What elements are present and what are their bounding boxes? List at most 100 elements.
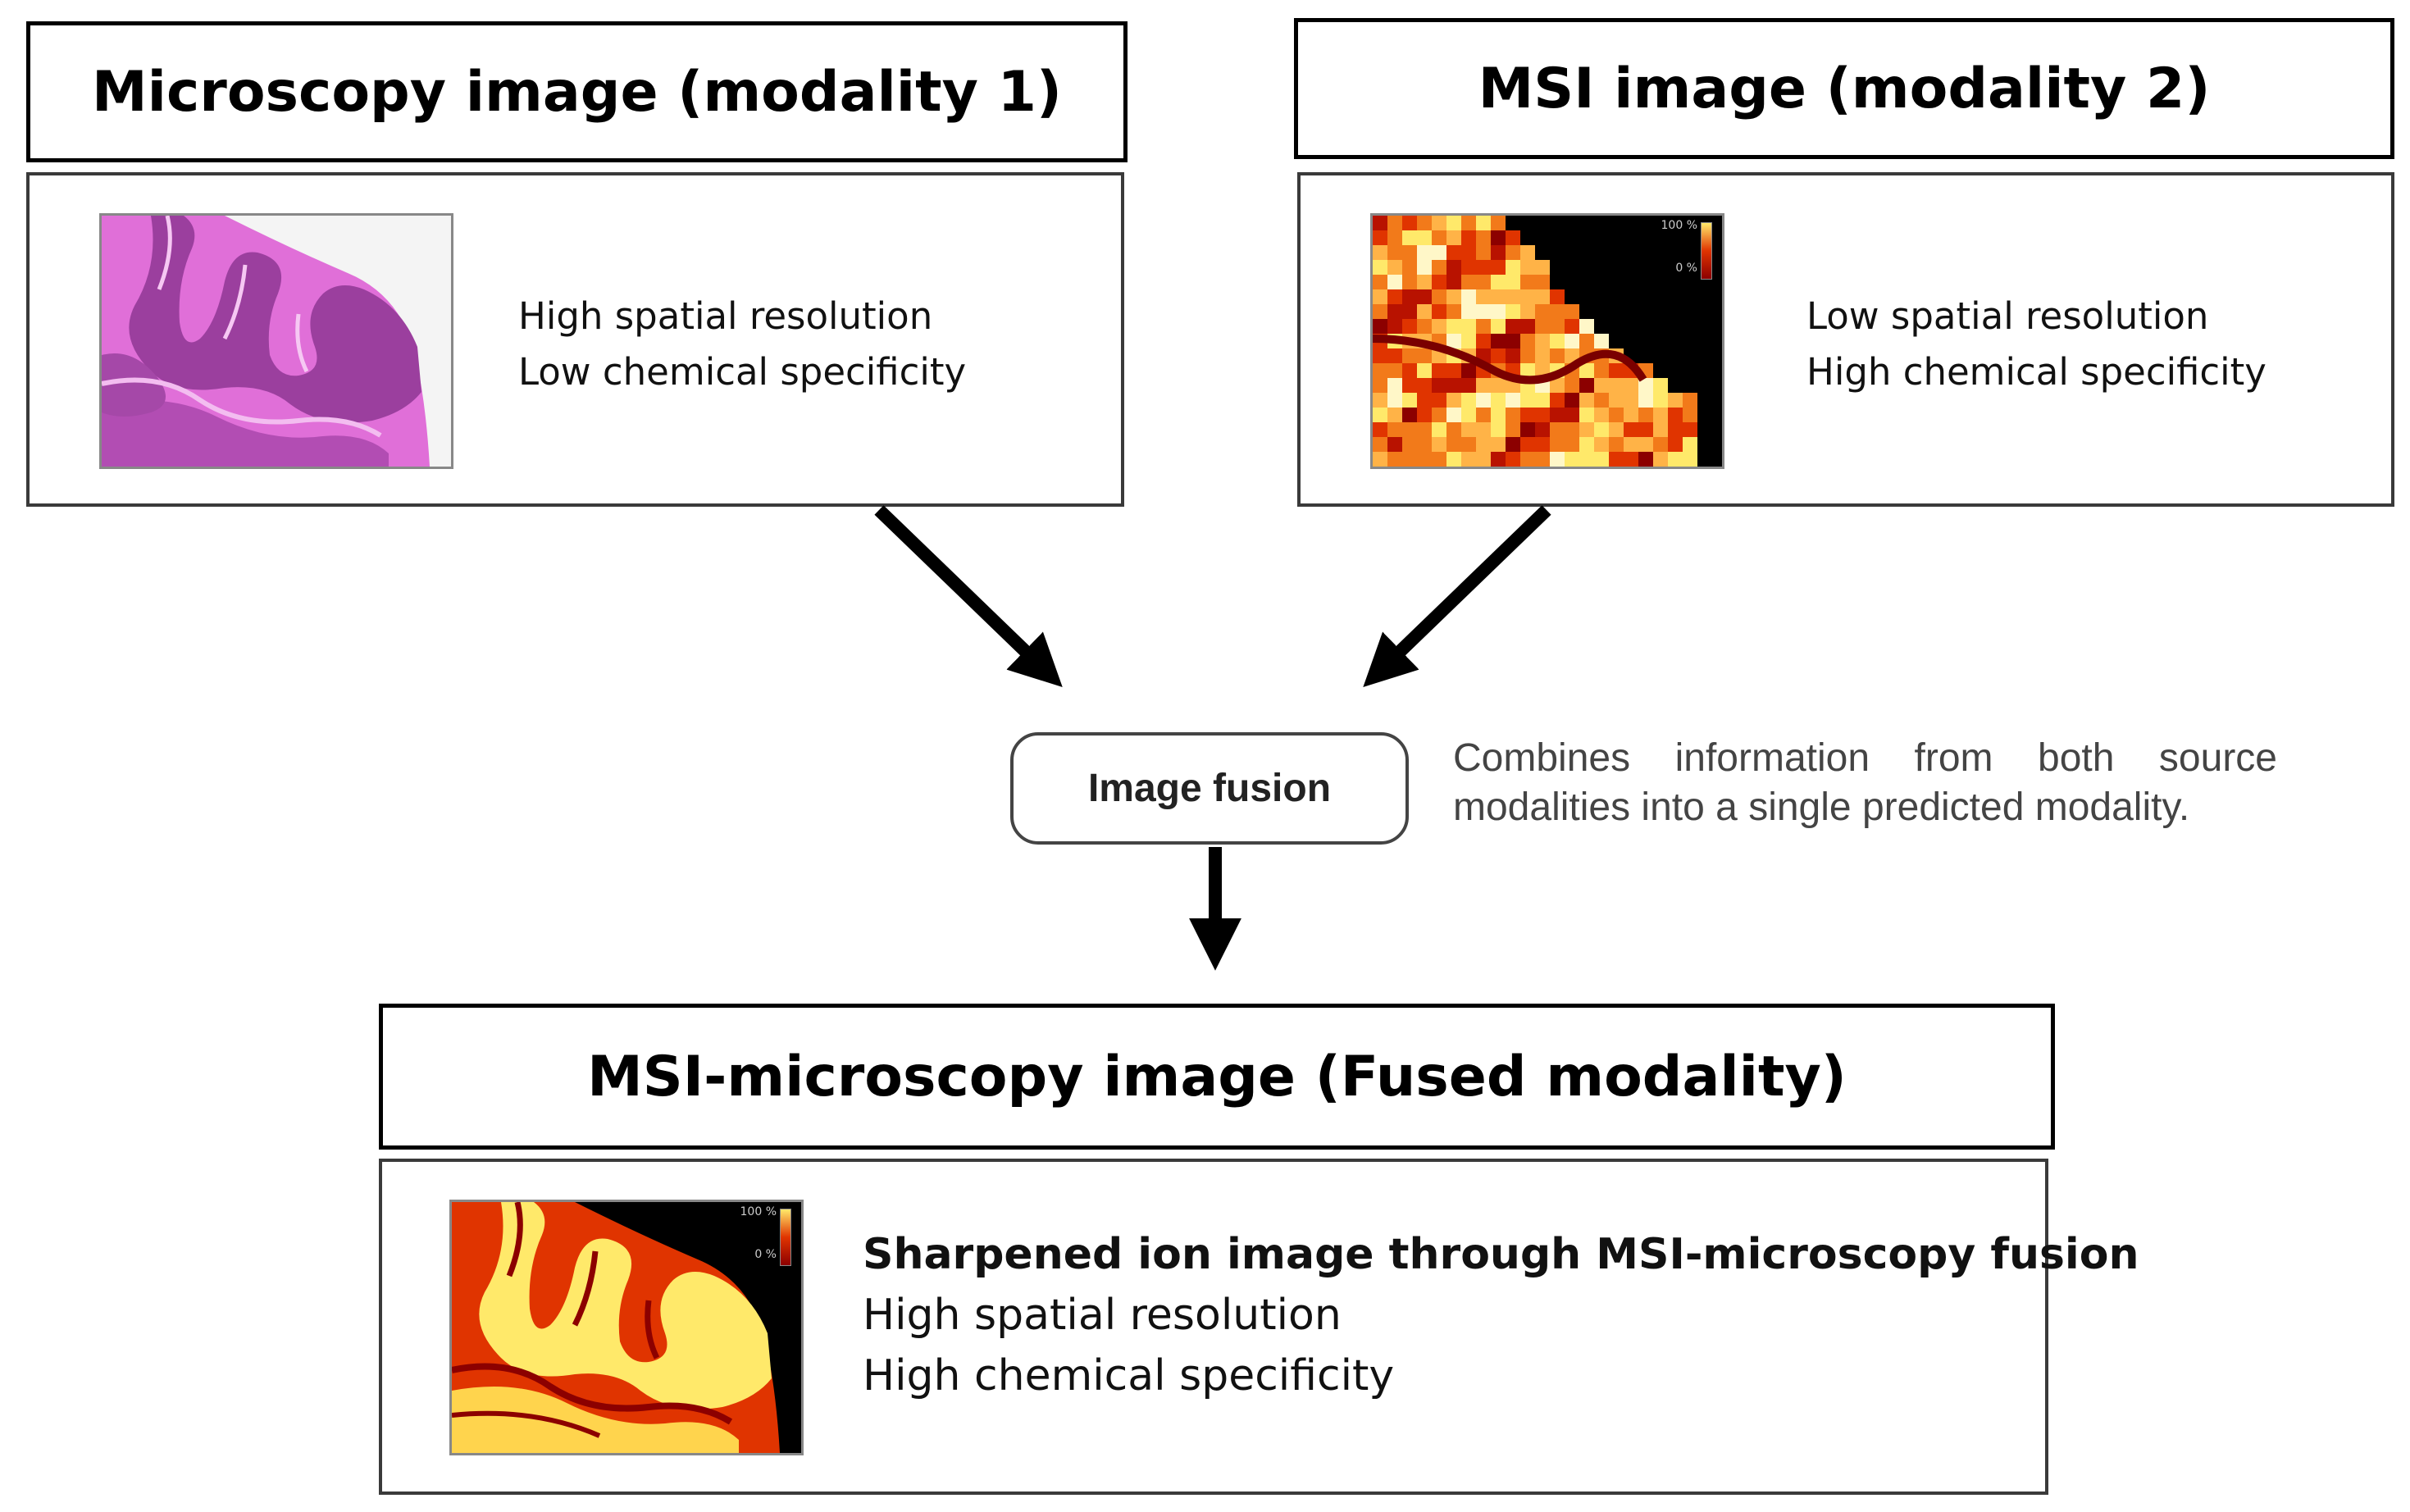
msi-pixel [1446, 245, 1461, 260]
msi-pixel [1520, 319, 1535, 334]
msi-pixel [1535, 275, 1550, 289]
msi-pixel [1373, 275, 1387, 289]
msi-scale-top: 100 % [1661, 219, 1697, 232]
msi-pixel [1417, 348, 1432, 363]
msi-pixel [1506, 334, 1520, 348]
fused-scale-top: 100 % [740, 1205, 777, 1218]
msi-pixel [1491, 245, 1506, 260]
msi-pixel [1565, 452, 1579, 467]
msi-pixel [1432, 245, 1446, 260]
fused-description: Sharpened ion image through MSI-microsco… [863, 1224, 2139, 1406]
msi-pixel [1387, 393, 1402, 408]
msi-pixel [1594, 437, 1609, 452]
msi-pixel [1638, 452, 1653, 467]
msi-pixel [1683, 422, 1697, 437]
msi-pixel [1550, 422, 1565, 437]
msi-thumbnail: 100 % 0 % [1370, 213, 1724, 469]
msi-pixel [1402, 437, 1417, 452]
msi-pixel [1387, 289, 1402, 304]
msi-pixel [1624, 452, 1638, 467]
fusion-description-line-2: modalities into a single predicted modal… [1453, 786, 2190, 829]
msi-pixel [1668, 408, 1683, 422]
msi-pixel [1417, 216, 1432, 230]
msi-pixel [1520, 304, 1535, 319]
msi-pixel [1520, 437, 1535, 452]
fused-panel: 100 % 0 % Sharpened ion image through MS… [379, 1159, 2139, 1495]
msi-pixel [1432, 422, 1446, 437]
msi-pixel [1476, 230, 1491, 245]
msi-pixel [1402, 245, 1417, 260]
msi-pixel [1476, 289, 1491, 304]
msi-pixel [1491, 289, 1506, 304]
msi-pixel [1579, 408, 1594, 422]
msi-pixel [1476, 422, 1491, 437]
msi-pixel [1535, 289, 1550, 304]
msi-pixel [1535, 260, 1550, 275]
msi-pixel [1461, 260, 1476, 275]
msi-pixel [1535, 334, 1550, 348]
msi-pixel [1506, 275, 1520, 289]
msi-pixel [1432, 275, 1446, 289]
msi-pixel [1373, 408, 1387, 422]
msi-pixel [1565, 422, 1579, 437]
msi-pixel [1373, 348, 1387, 363]
msi-pixel [1506, 230, 1520, 245]
msi-pixel [1432, 304, 1446, 319]
msi-ion-image [1373, 216, 1697, 467]
msi-pixel [1417, 230, 1432, 245]
msi-pixel [1461, 422, 1476, 437]
msi-pixel [1579, 378, 1594, 393]
msi-pixel [1446, 422, 1461, 437]
msi-pixel [1624, 408, 1638, 422]
msi-pixel [1565, 393, 1579, 408]
msi-pixel [1446, 289, 1461, 304]
msi-pixel [1461, 393, 1476, 408]
msi-pixel [1594, 452, 1609, 467]
msi-pixel [1432, 289, 1446, 304]
msi-pixel [1550, 437, 1565, 452]
msi-pixel [1491, 260, 1506, 275]
msi-pixel [1491, 452, 1506, 467]
msi-pixel [1520, 393, 1535, 408]
msi-pixel [1417, 437, 1432, 452]
msi-pixel [1476, 334, 1491, 348]
msi-pixel [1535, 452, 1550, 467]
msi-pixel [1579, 437, 1594, 452]
msi-pixel [1387, 363, 1402, 378]
msi-pixel [1432, 408, 1446, 422]
msi-pixel [1594, 422, 1609, 437]
msi-pixel [1565, 408, 1579, 422]
msi-pixel [1579, 393, 1594, 408]
msi-pixel [1638, 393, 1653, 408]
msi-pixel [1550, 334, 1565, 348]
msi-pixel [1550, 319, 1565, 334]
msi-pixel [1653, 452, 1668, 467]
msi-pixel [1550, 348, 1565, 363]
msi-pixel [1476, 260, 1491, 275]
microscopy-thumbnail [99, 213, 453, 469]
arrow-modality1-to-fusion [874, 505, 1063, 688]
msi-pixel [1506, 437, 1520, 452]
msi-pixel [1373, 230, 1387, 245]
msi-pixel [1668, 452, 1683, 467]
msi-pixel [1609, 452, 1624, 467]
msi-pixel [1373, 393, 1387, 408]
msi-pixel [1476, 304, 1491, 319]
msi-pixel [1491, 378, 1506, 393]
msi-pixel [1476, 452, 1491, 467]
msi-pixel [1402, 319, 1417, 334]
msi-pixel [1432, 216, 1446, 230]
msi-pixel [1491, 319, 1506, 334]
fused-line-2: High chemical specificity [863, 1351, 1395, 1400]
msi-pixel [1506, 245, 1520, 260]
msi-pixel [1432, 230, 1446, 245]
msi-pixel [1491, 437, 1506, 452]
fusion-description-line-1: Combines information from both source [1453, 736, 2277, 780]
image-fusion-label: Image fusion [1087, 767, 1332, 810]
msi-pixel [1520, 260, 1535, 275]
msi-pixel [1520, 422, 1535, 437]
msi-pixel [1506, 422, 1520, 437]
msi-pixel [1432, 393, 1446, 408]
msi-pixel [1520, 289, 1535, 304]
